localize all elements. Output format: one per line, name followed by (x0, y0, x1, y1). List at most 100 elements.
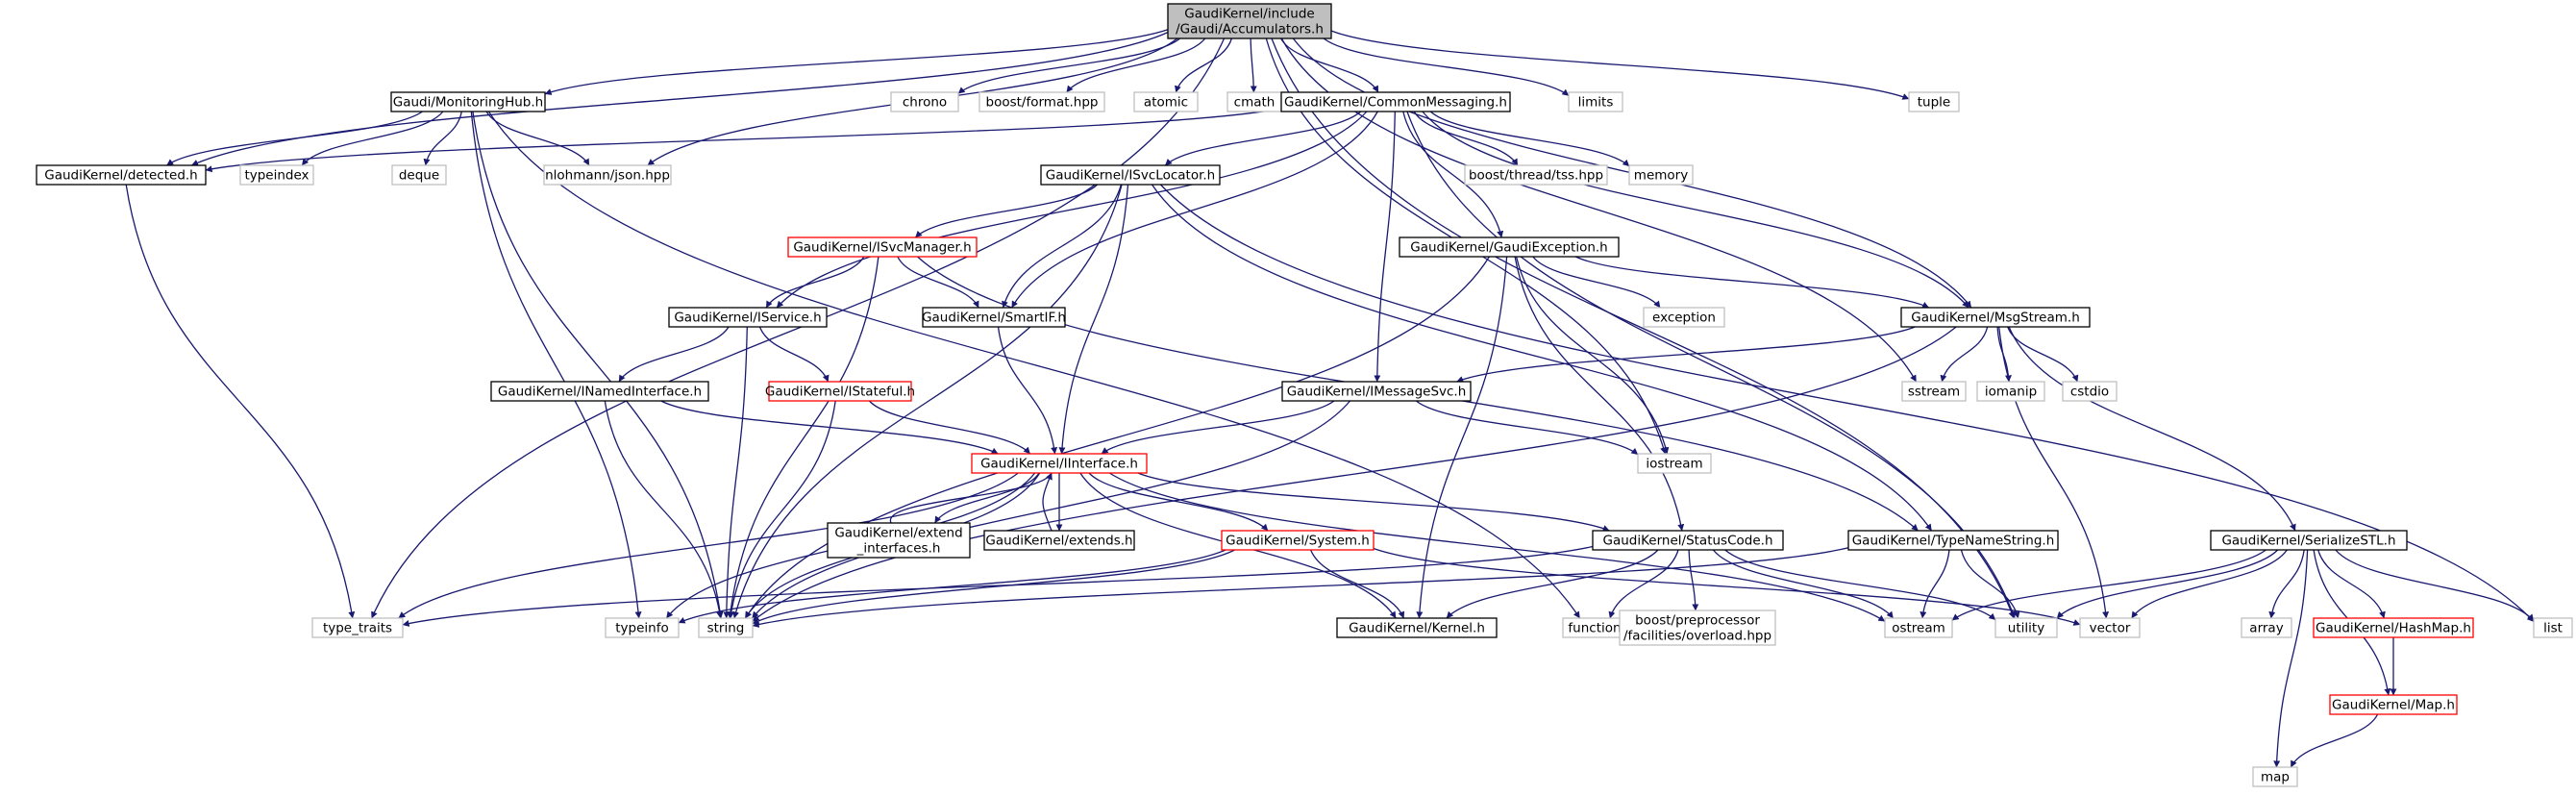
node-commonmessaging[interactable]: GaudiKernel/CommonMessaging.h (1280, 91, 1511, 112)
node-label-boostformat-0: boost/format.hpp (986, 95, 1099, 111)
node-isvclocator[interactable]: GaudiKernel/ISvcLocator.h (1040, 164, 1221, 186)
edge-isvcmanager-to-smartif (897, 256, 979, 309)
edge-imessagesvc-to-iostream (1415, 400, 1639, 456)
edge-system-to-string (752, 549, 1235, 625)
node-detected[interactable]: GaudiKernel/detected.h (36, 164, 207, 186)
node-memory: memory (1628, 164, 1694, 186)
node-isvcmanager[interactable]: GaudiKernel/ISvcManager.h (787, 236, 978, 258)
edge-gaudiexception-to-string (745, 256, 1490, 619)
node-extends[interactable]: GaudiKernel/extends.h (983, 530, 1135, 551)
node-exception: exception (1643, 307, 1725, 328)
node-accumulators[interactable]: GaudiKernel/include/Gaudi/Accumulators.h (1167, 3, 1332, 39)
node-typetraits: type_traits (311, 617, 404, 638)
edge-isvclocator-to-list (1159, 184, 2535, 623)
node-label-mapstd-0: map (2261, 770, 2290, 785)
node-label-ostream-0: ostream (1892, 621, 1945, 636)
node-istateful[interactable]: GaudiKernel/IStateful.h (765, 381, 915, 402)
node-label-statuscode-0: GaudiKernel/StatusCode.h (1603, 534, 1773, 549)
edge-accumulators-to-detected (191, 32, 1169, 166)
node-label-array-0: array (2249, 621, 2283, 636)
edge-commonmessaging-to-tss (1413, 111, 1519, 166)
node-label-memory-0: memory (1634, 168, 1688, 184)
edge-accumulators-to-atomic (1175, 37, 1233, 93)
node-box-imessagesvc (1281, 381, 1472, 402)
node-monitoringhub[interactable]: Gaudi/MonitoringHub.h (390, 91, 546, 112)
node-label-msgstream-0: GaudiKernel/MsgStream.h (1911, 311, 2080, 326)
node-label-cmath-0: cmath (1234, 95, 1276, 111)
edge-istateful-to-string (728, 400, 836, 619)
node-gaudiexception[interactable]: GaudiKernel/GaudiException.h (1399, 236, 1620, 258)
node-box-typenamestring (1847, 530, 2059, 551)
node-overload: boost/preprocessor/facilities/overload.h… (1619, 609, 1776, 646)
node-serializestl[interactable]: GaudiKernel/SerializeSTL.h (2210, 530, 2408, 551)
node-inamedinterface[interactable]: GaudiKernel/INamedInterface.h (490, 381, 709, 402)
edge-serializestl-to-array (2268, 549, 2305, 619)
node-box-chrono (890, 91, 959, 112)
node-label-utility-0: utility (2008, 621, 2044, 636)
edge-msgstream-to-serializestl (2008, 326, 2296, 532)
node-label-json-0: nlohmann/json.hpp (545, 168, 670, 184)
node-extendinterfaces[interactable]: GaudiKernel/extend_interfaces.h (827, 522, 971, 559)
edge-commonmessaging-to-iservice (776, 111, 1368, 309)
node-label-kernel-0: GaudiKernel/Kernel.h (1349, 621, 1485, 636)
node-system[interactable]: GaudiKernel/System.h (1221, 530, 1375, 551)
edge-iinterface-to-extendinterfaces (934, 472, 1040, 524)
node-label-monitoringhub-0: Gaudi/MonitoringHub.h (393, 95, 543, 111)
edge-smartif-to-iinterface (997, 326, 1058, 455)
node-iservice[interactable]: GaudiKernel/IService.h (668, 307, 828, 328)
node-list: list (2533, 617, 2573, 638)
node-typeinfo: typeinfo (605, 617, 680, 638)
node-box-kernel (1336, 617, 1498, 638)
node-label-iomanip-0: iomanip (1985, 385, 2037, 400)
node-iinterface[interactable]: GaudiKernel/IInterface.h (971, 453, 1148, 474)
node-label-isvclocator-0: GaudiKernel/ISvcLocator.h (1046, 168, 1215, 184)
edge-commonmessaging-to-msgstream (1422, 111, 1969, 309)
node-label-extendinterfaces-0: GaudiKernel/extend (834, 526, 962, 541)
node-box-typeindex (239, 164, 314, 186)
node-typeindex: typeindex (239, 164, 314, 186)
node-msgstream[interactable]: GaudiKernel/MsgStream.h (1900, 307, 2091, 328)
node-box-statuscode (1592, 530, 1784, 551)
edge-monitoringhub-to-typeindex (301, 111, 444, 166)
node-label-accumulators-1: /Gaudi/Accumulators.h (1176, 22, 1324, 37)
edge-statuscode-to-kernel (1446, 549, 1659, 619)
node-typenamestring[interactable]: GaudiKernel/TypeNameString.h (1847, 530, 2059, 551)
node-box-atomic (1133, 91, 1199, 112)
edge-accumulators-to-monitoringhub (544, 29, 1169, 95)
edge-iinterface-to-system (1088, 472, 1269, 532)
node-box-system (1221, 530, 1375, 551)
edge-extendinterfaces-to-iinterface (890, 472, 1053, 524)
node-label-commonmessaging-0: GaudiKernel/CommonMessaging.h (1284, 95, 1507, 111)
node-label-imessagesvc-0: GaudiKernel/IMessageSvc.h (1287, 385, 1467, 400)
edge-msgstream-to-imessagesvc (1456, 326, 1916, 383)
node-label-iinterface-0: GaudiKernel/IInterface.h (980, 457, 1138, 472)
node-box-isvcmanager (787, 236, 978, 258)
edge-iservice-to-inamedinterface (618, 326, 730, 383)
edge-serializestl-to-vector (2131, 549, 2288, 619)
node-utility: utility (1994, 617, 2058, 638)
node-box-detected (36, 164, 207, 186)
node-smartif[interactable]: GaudiKernel/SmartIF.h (922, 307, 1066, 328)
node-imessagesvc[interactable]: GaudiKernel/IMessageSvc.h (1281, 381, 1472, 402)
node-label-vector-0: vector (2090, 621, 2131, 636)
edge-iservice-to-istateful (758, 326, 830, 383)
node-map[interactable]: GaudiKernel/Map.h (2329, 694, 2458, 715)
node-label-string-0: string (707, 621, 745, 636)
node-hashmap[interactable]: GaudiKernel/HashMap.h (2313, 617, 2474, 638)
node-box-gaudiexception (1399, 236, 1620, 258)
node-label-map-0: GaudiKernel/Map.h (2332, 698, 2455, 713)
node-deque: deque (391, 164, 447, 186)
node-box-isvclocator (1040, 164, 1221, 186)
edge-gaudiexception-to-exception (1532, 256, 1661, 309)
node-label-extendinterfaces-1: _interfaces.h (856, 541, 941, 557)
edge-monitoringhub-to-string (472, 111, 724, 619)
node-box-iostream (1637, 453, 1712, 474)
edge-msgstream-to-sstream (1940, 326, 1989, 383)
edge-serializestl-to-utility (2056, 549, 2279, 619)
node-kernel[interactable]: GaudiKernel/Kernel.h (1336, 617, 1498, 638)
edge-map-to-mapstd (2290, 713, 2379, 768)
node-statuscode[interactable]: GaudiKernel/StatusCode.h (1592, 530, 1784, 551)
edge-typenamestring-to-ostream (1920, 549, 1950, 619)
node-label-iservice-0: GaudiKernel/IService.h (674, 311, 821, 326)
